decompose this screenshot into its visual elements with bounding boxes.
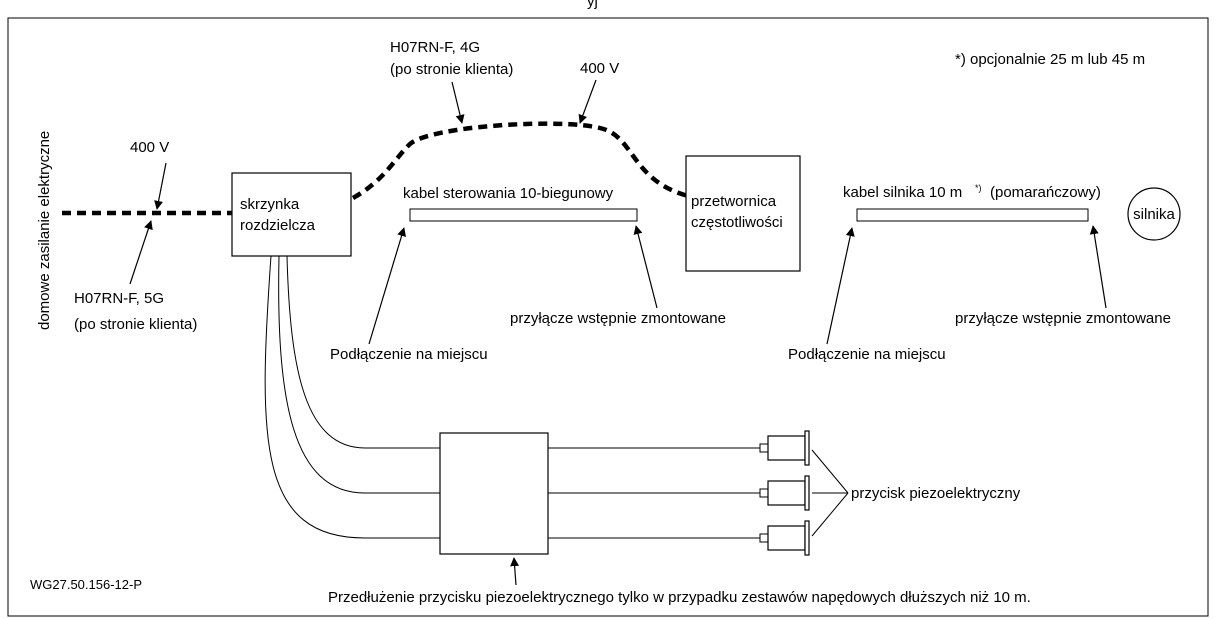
- onsite-left-label: Podłączenie na miejscu: [330, 346, 488, 363]
- motor-label: silnika: [1133, 206, 1175, 223]
- piezo-button-3: [759, 520, 810, 556]
- preassembled-left-label: przyłącze wstępnie zmontowane: [510, 310, 726, 327]
- piezo-button-1: [759, 430, 810, 466]
- header-title-fragment: yj: [587, 0, 598, 10]
- junction-box: [231, 172, 352, 257]
- cable-top-arrow: [451, 81, 465, 124]
- voltage-main-label: 400 V: [130, 139, 169, 156]
- power-supply-label: domowe zasilanie elektryczne: [36, 131, 53, 330]
- cable-main-label-line1: H07RN-F, 5G: [74, 290, 164, 307]
- voltage-top-label: 400 V: [580, 60, 619, 77]
- piezo-pointer-3: [811, 492, 849, 537]
- preassembled-right-arrow: [1089, 225, 1107, 309]
- motor-cable-label-part2: (pomarańczowy): [990, 184, 1101, 201]
- piezo-wire-1: [286, 255, 440, 449]
- cable-main-label-line2: (po stronie klienta): [74, 316, 197, 333]
- converter-label-line1: przetwornica: [691, 193, 777, 210]
- piezo-button-label: przycisk piezoelektryczny: [851, 485, 1021, 502]
- converter-power-cable: [351, 121, 689, 200]
- preassembled-left-arrow: [633, 225, 658, 309]
- control-cable: [409, 208, 638, 222]
- drawing-id: WG27.50.156-12-P: [30, 577, 142, 592]
- motor-cable-footnote-mark: *): [975, 183, 982, 193]
- motor-cable: [856, 208, 1089, 222]
- cable-main-arrow: [129, 220, 153, 285]
- frequency-converter: [685, 155, 801, 272]
- extension-note-arrow: [510, 557, 520, 586]
- piezo-wire-2: [278, 255, 440, 494]
- motor-cable-label-part1: kabel silnika 10 m: [843, 184, 962, 201]
- piezo-button-2: [759, 475, 810, 511]
- converter-label-line2: częstotliwości: [691, 214, 783, 231]
- onsite-right-arrow: [826, 227, 855, 345]
- cable-top-label-line2: (po stronie klienta): [390, 61, 513, 78]
- junction-box-label-line1: skrzynka: [240, 196, 300, 213]
- control-cable-label: kabel sterowania 10-biegunowy: [403, 185, 614, 202]
- diagram-frame: [7, 17, 1209, 617]
- cable-top-label-line1: H07RN-F, 4G: [390, 39, 480, 56]
- piezo-extension-box: [439, 432, 549, 555]
- footnote-label: *) opcjonalnie 25 m lub 45 m: [955, 51, 1145, 68]
- voltage-main-arrow: [154, 162, 167, 210]
- junction-box-label-line2: rozdzielcza: [240, 217, 316, 234]
- piezo-wire-3: [264, 255, 440, 539]
- motor: [1127, 187, 1181, 241]
- voltage-top-arrow: [578, 79, 597, 124]
- preassembled-right-label: przyłącze wstępnie zmontowane: [955, 310, 1171, 327]
- extension-note: Przedłużenie przycisku piezoelektryczneg…: [328, 589, 1031, 606]
- piezo-pointer-1: [811, 449, 849, 494]
- onsite-left-arrow: [368, 227, 406, 345]
- onsite-right-label: Podłączenie na miejscu: [788, 346, 946, 363]
